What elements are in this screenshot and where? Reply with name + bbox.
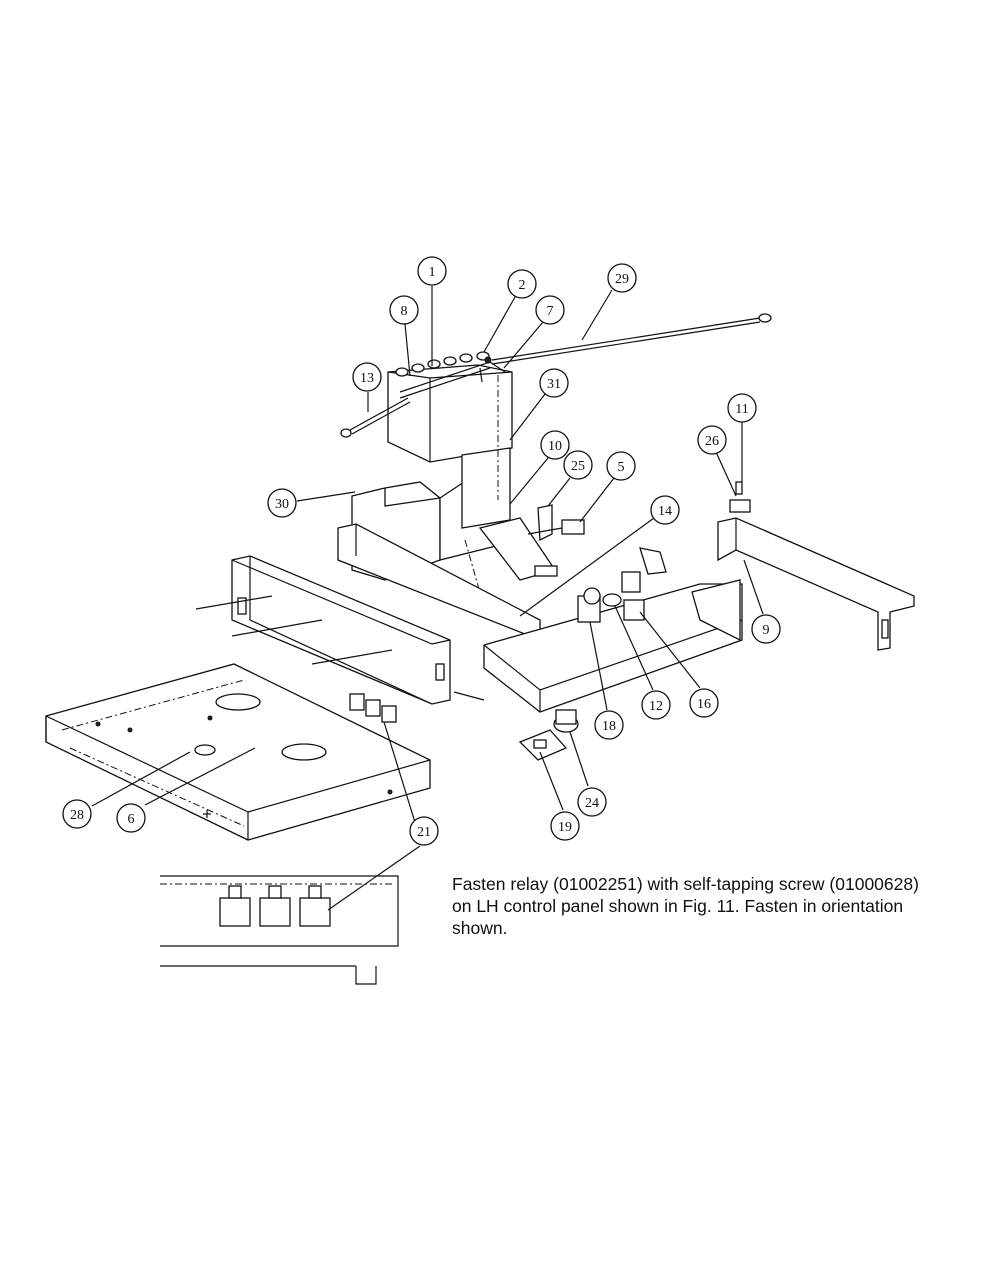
callout-16: 16	[689, 688, 719, 718]
callout-30: 30	[267, 488, 297, 518]
callout-24: 24	[577, 787, 607, 817]
callout-18: 18	[594, 710, 624, 740]
callout-9: 9	[751, 614, 781, 644]
assembly-note: Fasten relay (01002251) with self-tappin…	[452, 873, 942, 939]
frame-rods	[195, 595, 485, 701]
svg-text:2: 2	[519, 278, 526, 293]
svg-text:13: 13	[360, 371, 374, 386]
svg-text:11: 11	[735, 402, 748, 417]
ignition-switch-18	[577, 587, 601, 623]
callout-26: 26	[697, 425, 727, 455]
battery-cable-29	[491, 313, 772, 365]
callout-6: 6	[116, 803, 146, 833]
svg-text:5: 5	[618, 460, 625, 475]
deck-plate	[45, 663, 431, 841]
battery	[387, 351, 513, 463]
switch-plate-19	[518, 729, 568, 761]
leader-lines	[91, 286, 764, 911]
callout-28: 28	[62, 799, 92, 829]
bracket-under-panel	[639, 547, 667, 575]
svg-text:19: 19	[558, 820, 572, 835]
callout-29: 29	[607, 263, 637, 293]
callout-31: 31	[539, 368, 569, 398]
svg-text:18: 18	[602, 719, 616, 734]
hour-meter-24	[553, 709, 579, 733]
callout-14: 14	[650, 495, 680, 525]
callout-1: 1	[417, 256, 447, 286]
callout-25: 25	[563, 450, 593, 480]
callout-21: 21	[409, 816, 439, 846]
fuse-holder-5	[527, 519, 585, 535]
throttle-knob-12	[602, 593, 622, 607]
note-line-1: Fasten relay (01002251) with self-tappin…	[452, 874, 919, 894]
callout-2: 2	[507, 269, 537, 299]
svg-text:8: 8	[401, 304, 408, 319]
relays-21	[349, 693, 397, 723]
callout-10: 10	[540, 430, 570, 460]
svg-text:14: 14	[658, 504, 672, 519]
callouts: 1 2 29 8 7 13 31 10 25 5 30 14 11 26 9 1…	[62, 256, 781, 846]
right-rail	[717, 517, 915, 651]
svg-text:29: 29	[615, 272, 629, 287]
left-frame-rail	[231, 555, 451, 705]
bracket-25	[537, 504, 553, 542]
callout-5: 5	[606, 451, 636, 481]
callout-12: 12	[641, 690, 671, 720]
switch-16	[621, 571, 645, 621]
svg-text:1: 1	[429, 265, 436, 280]
svg-text:28: 28	[70, 808, 84, 823]
svg-text:10: 10	[548, 439, 562, 454]
callout-7: 7	[535, 295, 565, 325]
svg-text:25: 25	[571, 459, 585, 474]
callout-13: 13	[352, 362, 382, 392]
svg-text:30: 30	[275, 497, 289, 512]
svg-text:7: 7	[547, 304, 554, 319]
svg-text:31: 31	[547, 377, 561, 392]
callout-8: 8	[389, 295, 419, 325]
svg-text:26: 26	[705, 434, 719, 449]
note-line-3: shown.	[452, 918, 508, 938]
detail-inset	[160, 875, 399, 985]
svg-text:9: 9	[763, 623, 770, 638]
svg-text:12: 12	[649, 699, 663, 714]
callout-11: 11	[727, 393, 757, 423]
relay-26	[729, 481, 751, 513]
svg-text:16: 16	[697, 697, 711, 712]
callout-19: 19	[550, 811, 580, 841]
note-line-2: on LH control panel shown in Fig. 11. Fa…	[452, 896, 904, 916]
svg-text:21: 21	[417, 825, 431, 840]
svg-text:6: 6	[128, 812, 135, 827]
control-panel	[483, 579, 743, 713]
svg-text:24: 24	[585, 796, 599, 811]
battery-cable-13	[340, 397, 411, 438]
